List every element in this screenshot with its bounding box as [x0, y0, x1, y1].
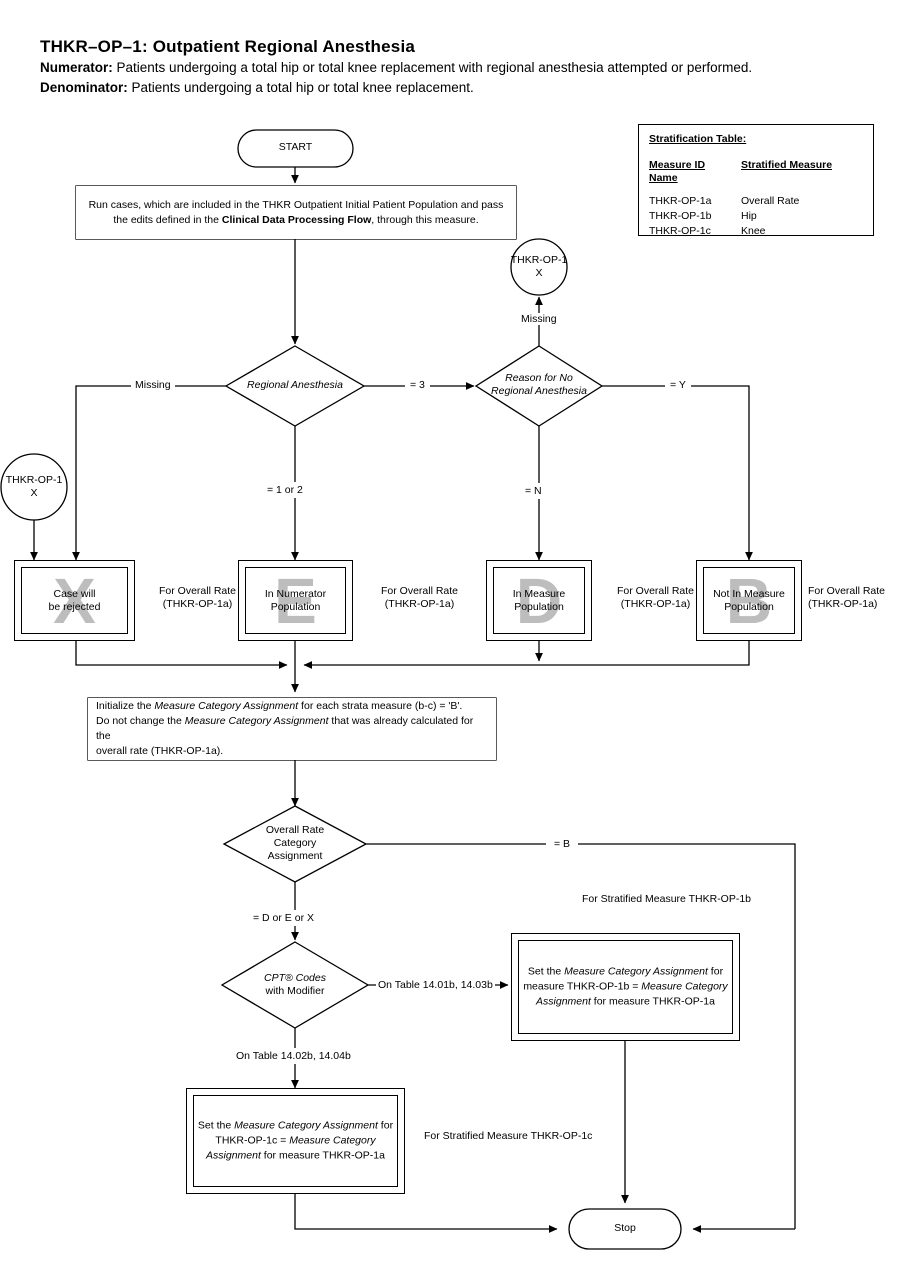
set-measure-1b-box: Set the Measure Category Assignment for … [511, 933, 740, 1041]
measure-name: Overall Rate [741, 195, 800, 207]
denominator-label: Denominator: [40, 80, 128, 95]
measure-name: Hip [741, 210, 757, 222]
numerator-line: Numerator: Patients undergoing a total h… [40, 58, 880, 78]
watermark-letter-d: D [515, 567, 563, 634]
run-cases-text-wrap: Run cases, which are included in the THK… [76, 186, 516, 239]
initialize-text-wrap: Initialize the Measure Category Assignme… [88, 698, 496, 760]
run-cases-line2a: the edits defined in the [113, 213, 222, 226]
set-measure-1b-text: Set the Measure Category Assignment for … [523, 965, 728, 1008]
edge-label-eq-1-or-2: = 1 or 2 [263, 482, 307, 498]
edge-label-eq-n: = N [521, 483, 546, 499]
stop-label: Stop [614, 1222, 636, 1234]
regional-anesthesia-label: Regional Anesthesia [247, 379, 343, 391]
reason-no-regional-label: Reason for No Regional Anesthesia [491, 372, 587, 397]
set-measure-1c-box: Set the Measure Category Assignment for … [186, 1088, 405, 1194]
denominator-line: Denominator: Patients undergoing a total… [40, 78, 880, 98]
run-cases-line1: Run cases, which are included in the THK… [88, 198, 504, 211]
stratification-table-title: Stratification Table: [649, 133, 747, 145]
table-row: THKR-OP-1a Overall Rate [649, 195, 863, 208]
start-label: START [278, 141, 313, 153]
edge-label-on-table-1402b: On Table 14.02b, 14.04b [232, 1048, 355, 1064]
in-measure-population-box: D In Measure Population [486, 560, 592, 641]
run-cases-text: Run cases, which are included in the THK… [84, 198, 508, 228]
not-in-measure-population-box: B Not In Measure Population [696, 560, 802, 641]
initialize-text: Initialize the Measure Category Assignme… [96, 700, 474, 757]
edge-label-eq-y: = Y [665, 379, 691, 391]
offpage-connector-left-label: THKR-OP-1 X [5, 474, 63, 499]
note-stratified-1b: For Stratified Measure THKR-OP-1b [582, 893, 752, 905]
numerator-text: Patients undergoing a total hip or total… [116, 60, 753, 75]
in-numerator-population-box: E In Numerator Population [238, 560, 353, 641]
edge-label-on-table-1401b: On Table 14.01b, 14.03b [376, 979, 495, 991]
edge-label-missing-top: Missing [518, 313, 560, 325]
edge-label-eq-3: = 3 [405, 379, 430, 391]
table-row: THKR-OP-1b Hip [649, 210, 863, 223]
page-title: THKR–OP–1: Outpatient Regional Anesthesi… [40, 37, 416, 56]
measure-id: THKR-OP-1c [649, 225, 711, 237]
edge-label-missing-left: Missing [131, 379, 175, 391]
edge-label-eq-d-e-x: = D or E or X [249, 910, 318, 926]
not-in-measure-population-text: Not In Measure Population [713, 587, 785, 613]
offpage-connector-top-label: THKR-OP-1 X [510, 254, 568, 279]
case-rejected-text: Case will be rejected [48, 587, 101, 613]
set-measure-1c-text: Set the Measure Category Assignment for … [197, 1119, 394, 1162]
measure-id: THKR-OP-1b [649, 210, 712, 222]
watermark-letter-b: B [725, 567, 773, 634]
column-header-measure-name: Stratified Measure Name [649, 159, 833, 184]
overall-rate-note-d: For Overall Rate (THKR-OP-1a) [616, 585, 695, 610]
denominator-text: Patients undergoing a total hip or total… [131, 80, 474, 95]
numerator-label: Numerator: [40, 60, 113, 75]
note-stratified-1c: For Stratified Measure THKR-OP-1c [424, 1130, 593, 1142]
page-header: THKR–OP–1: Outpatient Regional Anesthesi… [40, 36, 880, 98]
edge-label-eq-b: = B [546, 838, 579, 850]
overall-rate-note-e: For Overall Rate (THKR-OP-1a) [380, 585, 459, 610]
measure-id: THKR-OP-1a [649, 195, 712, 207]
measure-name: Knee [741, 225, 766, 237]
watermark-letter-e: E [274, 567, 317, 634]
table-row: THKR-OP-1c Knee [649, 225, 863, 238]
clinical-data-processing-flow-ref: Clinical Data Processing Flow [221, 213, 372, 226]
in-measure-population-text: In Measure Population [512, 587, 566, 613]
stop-terminator [568, 1208, 682, 1250]
cpt-codes-label: CPT® Codes with Modifier [263, 972, 326, 997]
case-rejected-box: X Case will be rejected [14, 560, 135, 641]
overall-rate-category-label: Overall Rate Category Assignment [265, 824, 325, 862]
run-cases-line2b: , through this measure. [371, 213, 479, 226]
watermark-letter-x: X [53, 567, 96, 634]
in-numerator-population-text: In Numerator Population [264, 587, 327, 613]
column-header-measure-id: Measure ID [649, 159, 706, 171]
overall-rate-note-b: For Overall Rate (THKR-OP-1a) [808, 585, 886, 610]
offpage-connector-top [510, 238, 568, 296]
overall-rate-note-x: For Overall Rate (THKR-OP-1a) [158, 585, 237, 610]
